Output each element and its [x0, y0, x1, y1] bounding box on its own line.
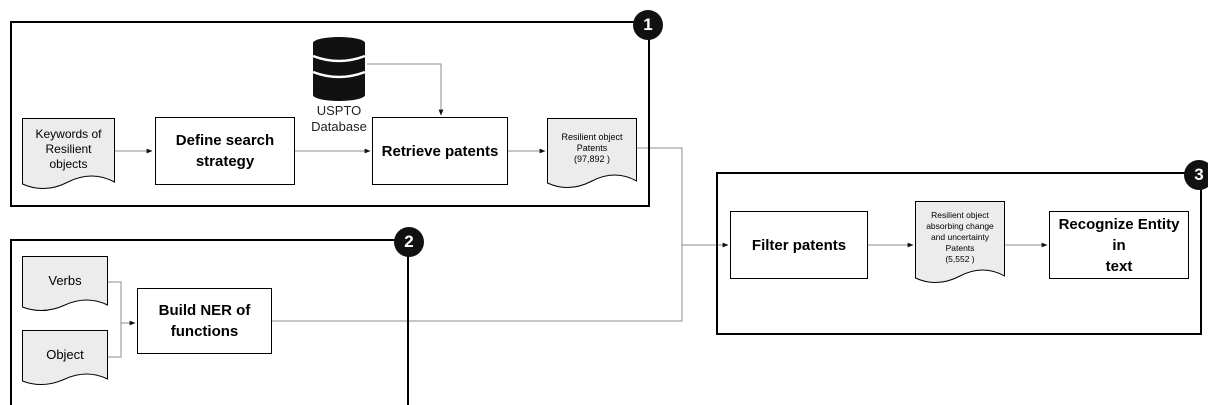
- panel-1: [10, 21, 650, 207]
- panel-3-badge: 3: [1184, 160, 1208, 190]
- verbs-document: Verbs: [22, 256, 108, 318]
- database-icon: [311, 36, 367, 102]
- panel-2: [10, 239, 409, 405]
- document-shape: [22, 256, 108, 311]
- document-shape: [22, 330, 108, 385]
- resilient-patents-document: Resilient object Patents (97,892 ): [547, 118, 637, 196]
- absorbing-patents-label: Resilient object absorbing change and un…: [926, 209, 994, 264]
- keywords-document: Keywords of Resilient objects: [22, 118, 115, 198]
- absorbing-patents-document: Resilient object absorbing change and un…: [915, 201, 1005, 291]
- document-shape: [915, 201, 1005, 283]
- define-search-strategy-box: Define search strategy: [155, 117, 295, 185]
- connector-verbs: [108, 281, 122, 323]
- build-ner-box: Build NER of functions: [137, 288, 272, 354]
- arrow-database-to-retrieve: [367, 63, 444, 116]
- connector-patents-to-filter: [637, 147, 683, 245]
- keywords-label: Keywords of Resilient objects: [35, 126, 102, 171]
- object-document: Object: [22, 330, 108, 392]
- verbs-label: Verbs: [48, 272, 82, 288]
- document-outline: [22, 118, 115, 189]
- database-cylinder-icon: [312, 37, 366, 101]
- document-outline: [22, 256, 108, 311]
- database-label: USPTO Database: [311, 103, 367, 134]
- panel-2-badge: 2: [394, 227, 424, 257]
- document-shape: [22, 118, 115, 189]
- object-label: Object: [46, 346, 84, 362]
- panel-1-badge: 1: [633, 10, 663, 40]
- retrieve-patents-box: Retrieve patents: [372, 117, 508, 185]
- document-outline: [915, 201, 1005, 283]
- document-outline: [22, 330, 108, 385]
- connector-object: [108, 323, 122, 358]
- document-outline: [547, 118, 637, 188]
- recognize-entity-box: Recognize Entity in text: [1049, 211, 1189, 279]
- document-shape: [547, 118, 637, 188]
- panel-3: [716, 172, 1202, 335]
- filter-patents-box: Filter patents: [730, 211, 868, 279]
- resilient-patents-label: Resilient object Patents (97,892 ): [561, 131, 623, 164]
